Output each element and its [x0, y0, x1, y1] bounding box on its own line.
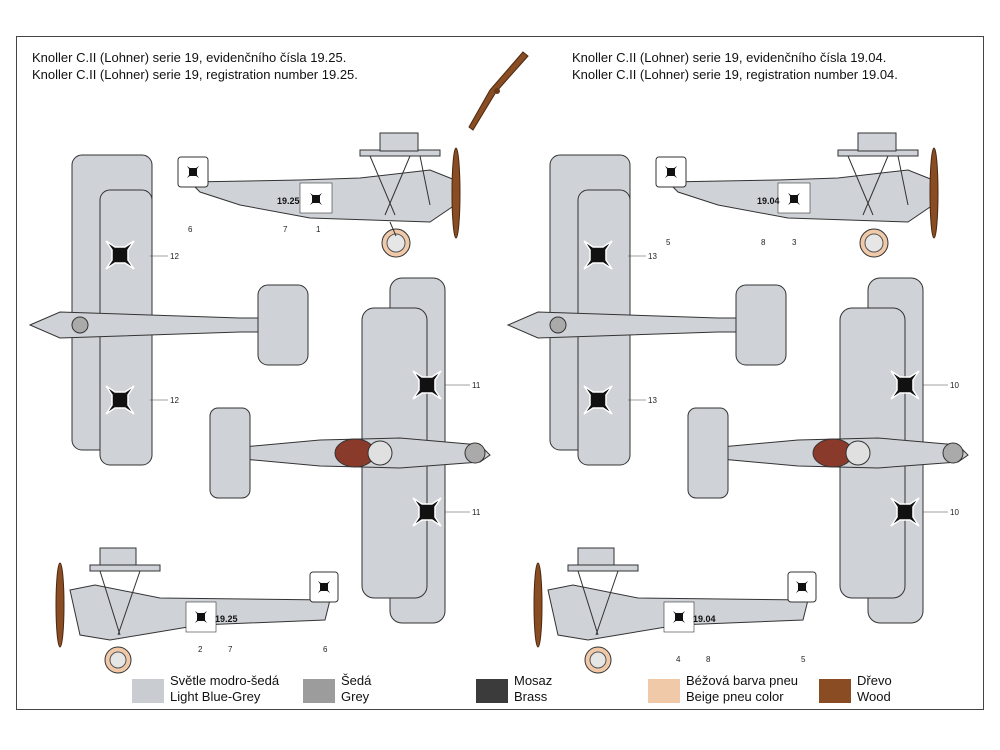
svg-text:8: 8 [761, 238, 766, 247]
svg-text:5: 5 [666, 238, 671, 247]
svg-text:10: 10 [950, 508, 959, 517]
legend-label-en-brass: Brass [514, 689, 548, 704]
svg-text:11: 11 [472, 381, 481, 390]
legend-label-en-grey: Grey [341, 689, 370, 704]
legend-label-en-wood: Wood [857, 689, 891, 704]
svg-text:19.25: 19.25 [215, 614, 238, 624]
drawing-frame [16, 36, 984, 710]
right-underside-view [687, 277, 969, 624]
svg-text:13: 13 [648, 252, 657, 261]
svg-text:19.04: 19.04 [693, 614, 716, 624]
spare-propeller [468, 51, 529, 131]
svg-text:4: 4 [676, 655, 681, 664]
svg-text:6: 6 [188, 225, 193, 234]
svg-text:6: 6 [323, 645, 328, 654]
caption-left-english: Knoller C.II (Lohner) serie 19, registra… [32, 67, 358, 82]
left-side-view-bottom: 19.25 [55, 547, 339, 674]
legend-swatch-grey [303, 679, 335, 703]
legend-swatch-brass [476, 679, 508, 703]
left-side-view-top: 19.25 [177, 132, 461, 258]
legend-label-cz-light-blue-grey: Světle modro-šedá [170, 673, 280, 688]
left-underside-view [209, 277, 491, 624]
svg-text:13: 13 [648, 396, 657, 405]
right-plan-view [506, 154, 787, 466]
svg-text:19.04: 19.04 [757, 196, 780, 206]
svg-text:10: 10 [950, 381, 959, 390]
legend-swatch-wood [819, 679, 851, 703]
legend-label-cz-brass: Mosaz [514, 673, 553, 688]
right-side-view-top: 19.04 [655, 132, 939, 258]
left-callouts: 6 7 1 12 12 11 11 2 7 6 [150, 225, 481, 654]
caption-right-english: Knoller C.II (Lohner) serie 19, registra… [572, 67, 898, 82]
svg-text:7: 7 [228, 645, 233, 654]
right-side-view-bottom: 19.04 [533, 547, 817, 674]
svg-text:11: 11 [472, 508, 481, 517]
caption-left-czech: Knoller C.II (Lohner) serie 19, evidenčn… [32, 50, 347, 65]
svg-text:12: 12 [170, 396, 179, 405]
right-callouts: 5 8 3 13 13 10 10 4 8 5 [628, 238, 959, 664]
svg-text:8: 8 [706, 655, 711, 664]
legend-label-en-light-blue-grey: Light Blue-Grey [170, 689, 261, 704]
svg-text:2: 2 [198, 645, 203, 654]
svg-text:1: 1 [316, 225, 321, 234]
svg-text:7: 7 [283, 225, 288, 234]
svg-text:12: 12 [170, 252, 179, 261]
legend-label-cz-wood: Dřevo [857, 673, 892, 688]
legend-label-cz-beige-pneu: Béžová barva pneu [686, 673, 799, 688]
svg-text:3: 3 [792, 238, 797, 247]
legend-swatch-light-blue-grey [132, 679, 164, 703]
legend-label-cz-grey: Šedá [341, 673, 372, 688]
left-plan-view [28, 154, 309, 466]
legend-swatch-beige-pneu [648, 679, 680, 703]
svg-text:19.25: 19.25 [277, 196, 300, 206]
legend-label-en-beige-pneu: Beige pneu color [686, 689, 784, 704]
svg-text:5: 5 [801, 655, 806, 664]
caption-right-czech: Knoller C.II (Lohner) serie 19, evidenčn… [572, 50, 887, 65]
